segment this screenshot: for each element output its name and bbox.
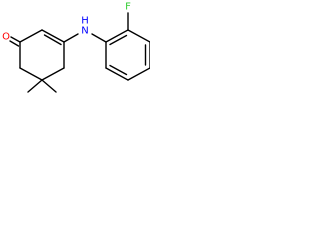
bond-n-ar bbox=[91, 33, 107, 43]
bond-ar1-ar2 bbox=[105, 29, 129, 43]
bond-c1-o bbox=[10, 36, 21, 43]
fluorophenyl-ring bbox=[105, 29, 150, 81]
bond-c3-n bbox=[63, 33, 79, 43]
hydrogen-atom-label: H bbox=[81, 16, 89, 27]
bond-ar2-ar3 bbox=[127, 29, 150, 43]
amine-linker: N H bbox=[63, 16, 107, 43]
fluorine-substituent: F bbox=[125, 2, 131, 31]
gem-dimethyl-group bbox=[27, 79, 57, 93]
bond-c1-o-double bbox=[9, 40, 20, 47]
cyclohexenone-ring bbox=[19, 29, 65, 81]
fluorine-atom-label: F bbox=[125, 2, 131, 13]
bond-methyl-right bbox=[41, 79, 57, 93]
bond-ar1-ar2-inner bbox=[109, 34, 128, 46]
bond-c1-c2 bbox=[19, 29, 43, 43]
oxygen-atom-label: O bbox=[2, 32, 10, 43]
bond-c5-c6 bbox=[19, 67, 43, 81]
bond-c2-c3-double bbox=[43, 34, 62, 46]
bond-c2-c3 bbox=[41, 29, 65, 43]
molecule-structure: O N H F bbox=[2, 2, 150, 93]
carbonyl-group: O bbox=[2, 32, 21, 47]
bond-ar5-ar6 bbox=[105, 67, 129, 81]
nitrogen-atom-label: N bbox=[81, 26, 88, 37]
bond-ar4-ar5 bbox=[127, 67, 150, 81]
bond-methyl-left bbox=[27, 79, 43, 93]
bond-ar5-ar6-inner bbox=[109, 64, 128, 76]
bond-c4-c5 bbox=[41, 67, 65, 81]
